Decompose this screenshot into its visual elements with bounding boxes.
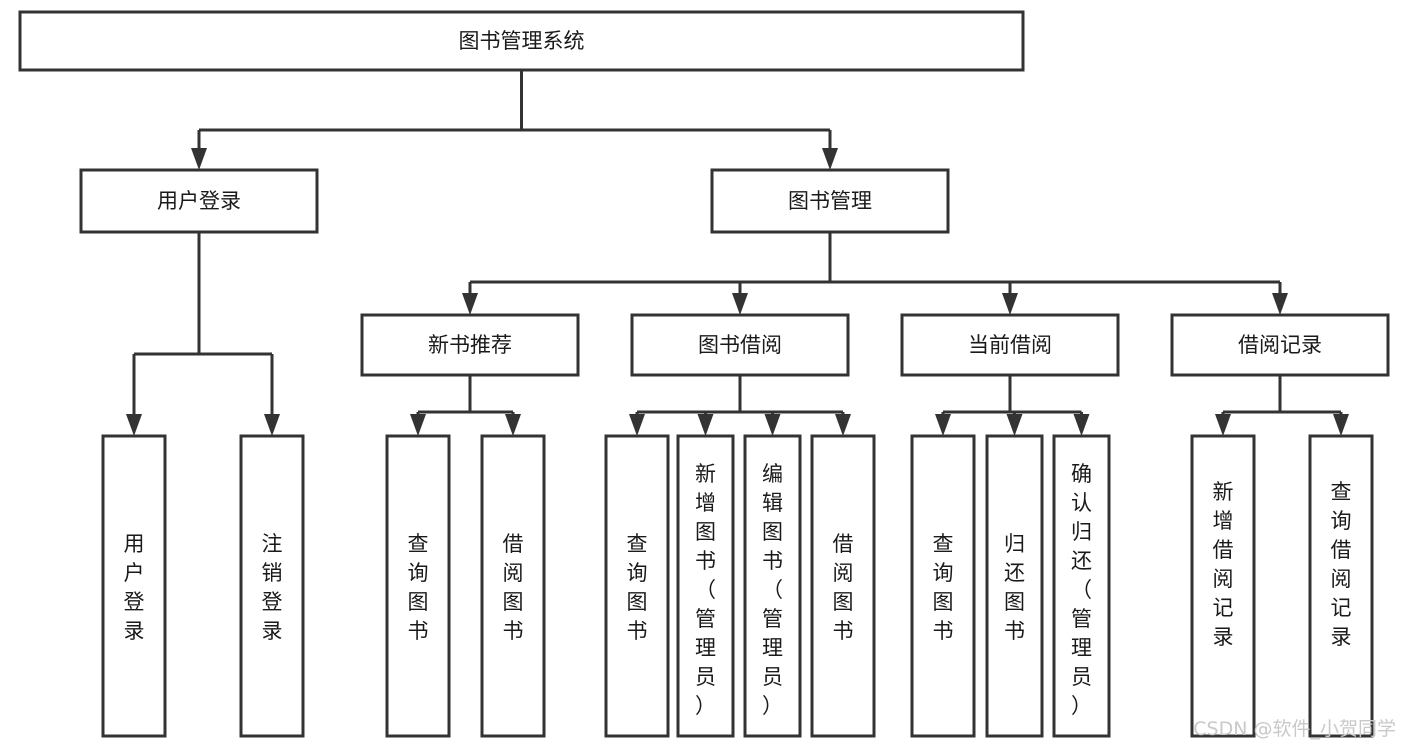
node-box-user-login[interactable] xyxy=(79,168,319,234)
arrow-head-icon xyxy=(264,414,280,436)
arrow-head-icon xyxy=(410,414,426,436)
node-leaf-user-login[interactable]: 用户登录 xyxy=(101,434,167,738)
node-user-login[interactable]: 用户登录 xyxy=(79,168,319,234)
node-label-current-borrow: 当前借阅 xyxy=(968,333,1052,357)
node-label-leaf-user-login: 用户登录 xyxy=(124,532,145,643)
node-box-leaf-logout-login[interactable] xyxy=(239,434,305,738)
arrow-head-icon xyxy=(1215,414,1231,436)
arrow-head-icon xyxy=(764,414,781,436)
node-label-borrow-record: 借阅记录 xyxy=(1238,333,1322,357)
node-borrow-record[interactable]: 借阅记录 xyxy=(1170,313,1390,377)
node-leaf-query-book-recommend[interactable]: 查询图书 xyxy=(385,434,451,738)
node-label-leaf-query-book-recommend: 查询图书 xyxy=(408,532,429,643)
node-label-new-book-recommend: 新书推荐 xyxy=(428,333,512,357)
node-box-leaf-return-book[interactable] xyxy=(985,434,1044,738)
node-book-management[interactable]: 图书管理 xyxy=(710,168,950,234)
arrow-head-icon xyxy=(191,148,207,170)
node-leaf-query-book[interactable]: 查询图书 xyxy=(604,434,670,738)
node-book-borrow[interactable]: 图书借阅 xyxy=(630,313,850,377)
arrow-head-icon xyxy=(629,414,645,436)
node-box-leaf-query-book[interactable] xyxy=(604,434,670,738)
node-root[interactable]: 图书管理系统 xyxy=(18,10,1025,72)
node-label-leaf-borrow-book-recommend: 借阅图书 xyxy=(503,532,524,643)
node-label-root: 图书管理系统 xyxy=(459,29,585,53)
arrow-head-icon xyxy=(1333,414,1349,436)
node-box-leaf-query-book-current[interactable] xyxy=(910,434,976,738)
arrow-head-icon xyxy=(505,414,521,436)
node-label-leaf-add-book-admin: 新增图书（管理员） xyxy=(695,462,716,718)
node-box-leaf-query-borrow-record[interactable] xyxy=(1308,434,1374,738)
node-leaf-confirm-return-admin[interactable]: 确认归还（管理员） xyxy=(1052,434,1111,738)
node-layer: 图书管理系统用户登录图书管理新书推荐图书借阅当前借阅借阅记录用户登录注销登录查询… xyxy=(18,10,1390,738)
node-box-leaf-borrow-book[interactable] xyxy=(810,434,876,738)
arrow-head-icon xyxy=(1073,414,1090,436)
node-box-leaf-add-borrow-record[interactable] xyxy=(1190,434,1256,738)
node-leaf-return-book[interactable]: 归还图书 xyxy=(985,434,1044,738)
connector-group-user-login xyxy=(126,232,280,436)
node-leaf-borrow-book[interactable]: 借阅图书 xyxy=(810,434,876,738)
arrow-head-icon xyxy=(935,414,951,436)
node-box-book-borrow[interactable] xyxy=(630,313,850,377)
node-leaf-borrow-book-recommend[interactable]: 借阅图书 xyxy=(480,434,546,738)
node-label-leaf-query-borrow-record: 查询借阅记录 xyxy=(1331,480,1352,649)
node-label-leaf-add-borrow-record: 新增借阅记录 xyxy=(1213,480,1234,649)
node-box-leaf-user-login[interactable] xyxy=(101,434,167,738)
node-box-root[interactable] xyxy=(18,10,1025,72)
connector-group-current-borrow xyxy=(935,375,1090,436)
node-label-leaf-logout-login: 注销登录 xyxy=(262,532,283,643)
arrow-head-icon xyxy=(732,293,748,315)
node-current-borrow[interactable]: 当前借阅 xyxy=(900,313,1120,377)
node-leaf-edit-book-admin[interactable]: 编辑图书（管理员） xyxy=(743,434,802,738)
node-label-book-management: 图书管理 xyxy=(788,189,872,213)
node-leaf-logout-login[interactable]: 注销登录 xyxy=(239,434,305,738)
node-box-leaf-query-book-recommend[interactable] xyxy=(385,434,451,738)
node-label-leaf-return-book: 归还图书 xyxy=(1004,532,1025,643)
arrow-head-icon xyxy=(126,414,142,436)
node-label-user-login: 用户登录 xyxy=(157,189,241,213)
node-label-leaf-borrow-book: 借阅图书 xyxy=(833,532,854,643)
connector-group-borrow-record xyxy=(1215,375,1349,436)
csdn-watermark: CSDN @软件_小贺同学 xyxy=(1193,718,1396,740)
node-new-book-recommend[interactable]: 新书推荐 xyxy=(360,313,580,377)
node-box-leaf-add-book-admin[interactable] xyxy=(676,434,735,738)
node-leaf-add-book-admin[interactable]: 新增图书（管理员） xyxy=(676,434,735,738)
node-leaf-add-borrow-record[interactable]: 新增借阅记录 xyxy=(1190,434,1256,738)
arrow-head-icon xyxy=(1006,414,1023,436)
node-label-leaf-confirm-return-admin: 确认归还（管理员） xyxy=(1071,462,1092,718)
connector-group-root xyxy=(191,70,838,170)
node-box-book-management[interactable] xyxy=(710,168,950,234)
arrow-head-icon xyxy=(697,414,714,436)
node-leaf-query-book-current[interactable]: 查询图书 xyxy=(910,434,976,738)
arrow-head-icon xyxy=(1272,293,1288,315)
node-label-leaf-edit-book-admin: 编辑图书（管理员） xyxy=(762,462,783,718)
node-box-leaf-borrow-book-recommend[interactable] xyxy=(480,434,546,738)
arrow-head-icon xyxy=(835,414,851,436)
connector-layer xyxy=(126,70,1349,436)
connector-group-new-book-recommend xyxy=(410,375,521,436)
node-box-leaf-edit-book-admin[interactable] xyxy=(743,434,802,738)
node-label-leaf-query-book-current: 查询图书 xyxy=(933,532,954,643)
connector-group-book-management xyxy=(462,232,1288,315)
node-leaf-query-borrow-record[interactable]: 查询借阅记录 xyxy=(1308,434,1374,738)
node-label-book-borrow: 图书借阅 xyxy=(698,333,782,357)
arrow-head-icon xyxy=(822,148,838,170)
node-box-leaf-confirm-return-admin[interactable] xyxy=(1052,434,1111,738)
arrow-head-icon xyxy=(1002,293,1018,315)
node-box-current-borrow[interactable] xyxy=(900,313,1120,377)
arrow-head-icon xyxy=(462,293,478,315)
node-box-borrow-record[interactable] xyxy=(1170,313,1390,377)
connector-group-book-borrow xyxy=(629,375,851,436)
node-label-leaf-query-book: 查询图书 xyxy=(627,532,648,643)
node-box-new-book-recommend[interactable] xyxy=(360,313,580,377)
